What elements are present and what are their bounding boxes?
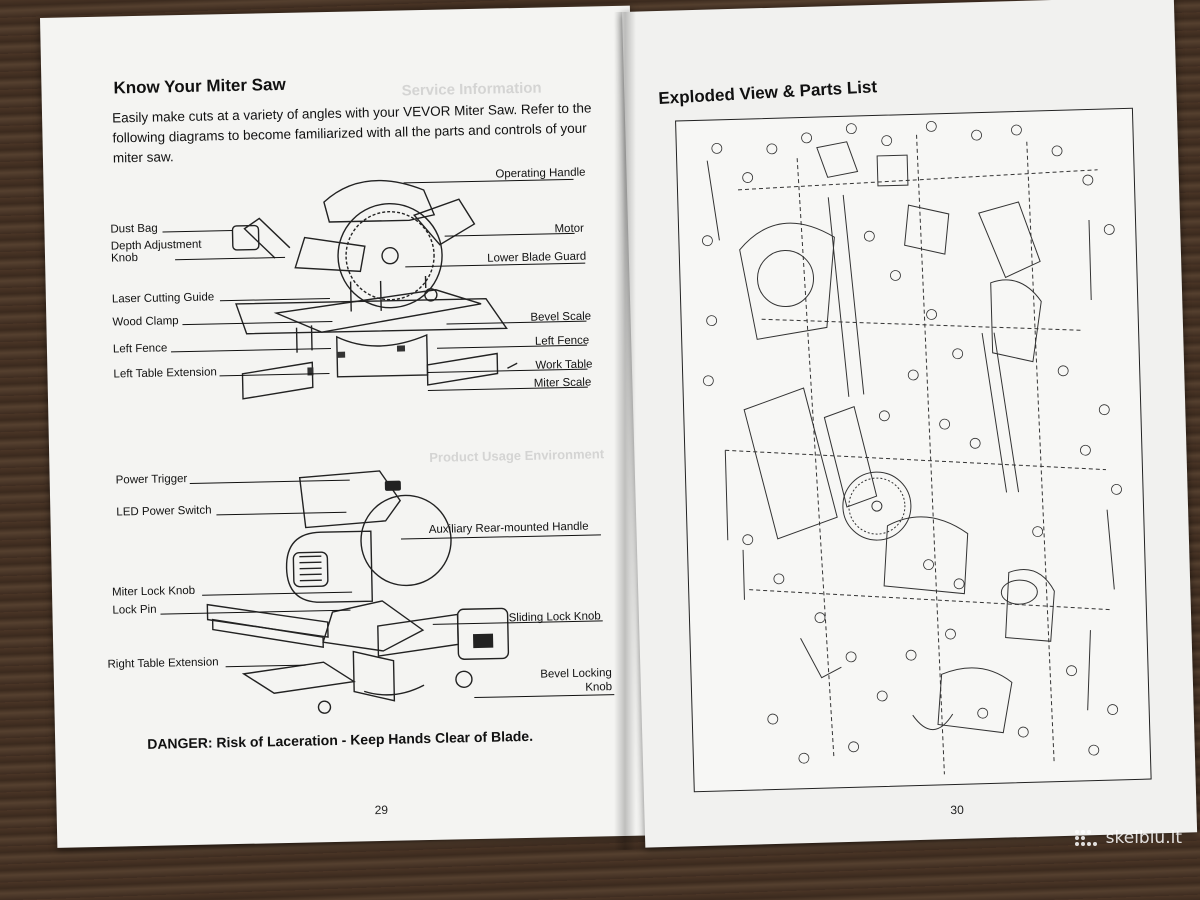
manual-page-29: Service Information Know Your Miter Saw … — [40, 5, 648, 848]
label-laser-cutting-guide: Laser Cutting Guide — [111, 291, 215, 306]
site-watermark: skelbiu.lt — [1074, 828, 1182, 848]
label-miter-lock-knob: Miter Lock Knob — [111, 584, 196, 599]
bleed-through-text: Service Information — [401, 79, 542, 100]
label-power-trigger: Power Trigger — [115, 473, 188, 487]
page-title: Know Your Miter Saw — [113, 74, 286, 98]
label-led-power-switch: LED Power Switch — [116, 504, 212, 519]
book-gutter-shadow — [614, 12, 636, 850]
label-bevel-locking-knob: Bevel Locking Knob — [540, 667, 613, 694]
dots-logo-icon — [1074, 830, 1097, 846]
label-right-table-extension: Right Table Extension — [107, 656, 219, 671]
label-auxiliary-rear-mounted-handle: Auxiliary Rear-mounted Handle — [428, 520, 589, 536]
page-number: 30 — [950, 802, 964, 818]
watermark-text: skelbiu.lt — [1105, 828, 1182, 848]
manual-page-30: Exploded View & Parts List — [622, 0, 1198, 848]
label-left-table-extension: Left Table Extension — [113, 366, 217, 381]
page-number: 29 — [374, 802, 389, 818]
label-lock-pin: Lock Pin — [112, 603, 157, 617]
miter-saw-front-drawing — [231, 179, 518, 400]
danger-warning: DANGER: Risk of Laceration - Keep Hands … — [147, 727, 534, 752]
open-manual: Service Information Know Your Miter Saw … — [36, 0, 1198, 854]
intro-paragraph: Easily make cuts at a variety of angles … — [111, 100, 592, 166]
label-dust-bag: Dust Bag — [110, 222, 158, 236]
label-wood-clamp: Wood Clamp — [112, 315, 179, 329]
label-depth-adjustment-knob: Depth Adjustment Knob — [110, 238, 202, 265]
miter-saw-rear-drawing — [206, 470, 510, 714]
exploded-view-diagram — [675, 107, 1152, 793]
exploded-parts-drawing — [702, 121, 1122, 775]
label-left-fence: Left Fence — [112, 342, 168, 356]
page-title: Exploded View & Parts List — [657, 77, 878, 109]
